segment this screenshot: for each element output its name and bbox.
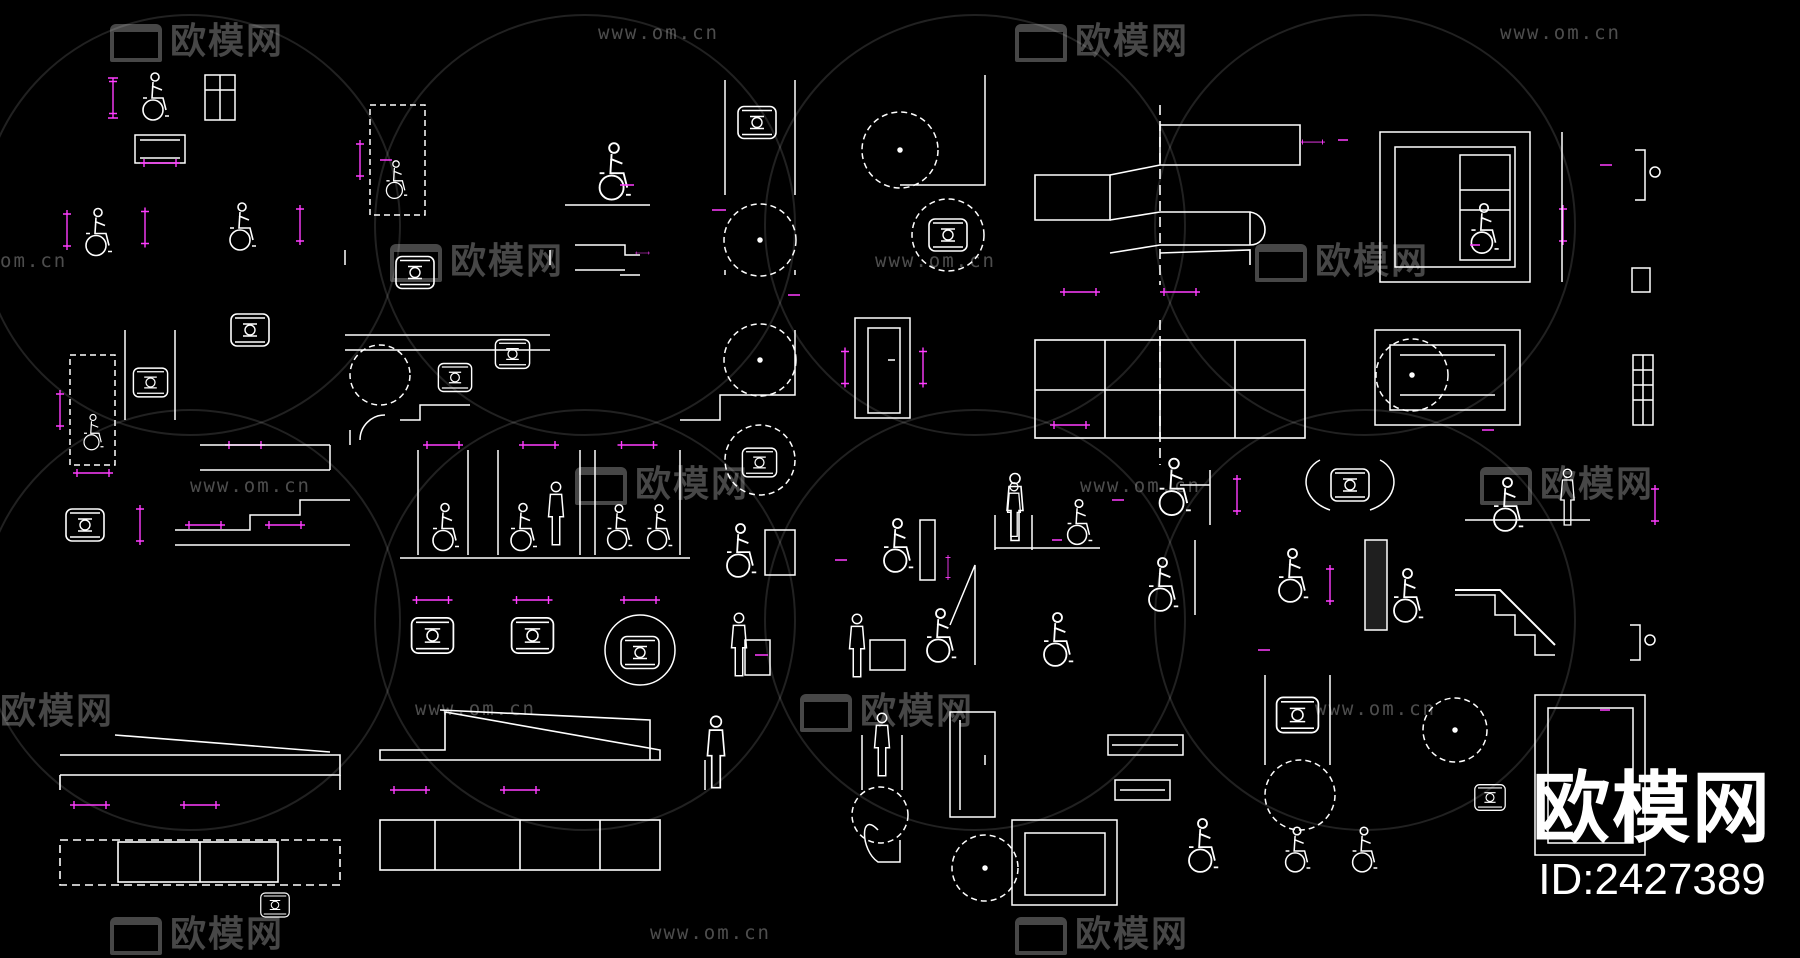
watermark-logo: 欧模网 <box>390 232 564 284</box>
watermark-brand: 欧模网 <box>170 21 285 62</box>
sofa-logo-icon <box>1255 244 1307 282</box>
sofa-logo-icon <box>390 244 442 282</box>
sofa-logo-icon <box>1015 24 1067 62</box>
watermark-url: www.om.cn <box>415 698 536 720</box>
watermark-logo: 欧模网 <box>1015 905 1189 957</box>
watermark-logo: 欧模网 <box>110 12 284 64</box>
watermark-logo: 欧模网 <box>1015 12 1189 64</box>
turning-circle-block <box>680 75 986 496</box>
watermark-logo: 欧模网 <box>110 905 284 957</box>
toilet-and-door-block <box>851 711 1184 906</box>
watermark-logo: 欧模网 <box>575 455 749 507</box>
watermark-url: www.om.cn <box>875 250 996 272</box>
watermark-url: www.om.cn <box>1315 698 1436 720</box>
sofa-logo-icon <box>110 917 162 955</box>
watermark-url: om.cn <box>0 250 68 272</box>
watermark-url: www.om.cn <box>598 22 719 44</box>
wheelchair-dimension-block <box>62 72 305 257</box>
watermark-brand: 欧模网 <box>1075 914 1190 955</box>
sofa-logo-icon <box>110 24 162 62</box>
lift-section <box>1374 131 1661 426</box>
watermark-url: www.om.cn <box>190 475 311 497</box>
corridor-plan-center <box>344 104 551 445</box>
watermark-logo: 欧模网 <box>1255 232 1429 284</box>
reach-range-figures <box>726 457 1660 581</box>
watermark-brand: 欧模网 <box>1315 241 1430 282</box>
watermark-url: www.om.cn <box>650 922 771 944</box>
watermark-url: www.om.cn <box>1500 22 1621 44</box>
ramp-sections-bottom <box>59 709 661 918</box>
wheelchair-side-view <box>565 142 650 276</box>
watermark-brand: 欧模网 <box>860 691 975 732</box>
watermark-brand: 欧模网 <box>635 464 750 505</box>
sofa-logo-icon <box>575 467 627 505</box>
sofa-logo-icon <box>1480 467 1532 505</box>
dimension-ticks <box>108 77 1672 781</box>
lower-figures <box>410 539 1656 686</box>
watermark-url: www.om.cn <box>1080 475 1201 497</box>
door-elevation <box>840 317 928 419</box>
watermark-brand: 欧模网 <box>170 914 285 955</box>
watermark-brand: 欧模网 <box>450 241 565 282</box>
corridor-plan-left <box>55 313 350 546</box>
asset-id-label: ID:2427389 <box>1538 855 1766 904</box>
sofa-logo-icon <box>1015 917 1067 955</box>
watermark-logo: 欧模网 <box>800 682 974 734</box>
brand-logo-large: 欧模网 <box>1531 764 1772 854</box>
ramp-plan-top <box>1034 105 1325 297</box>
watermark-brand: 欧模网 <box>1540 464 1655 505</box>
watermark-brand: 欧模网 <box>0 691 115 732</box>
lower-right-figures <box>1188 675 1646 873</box>
crutch-figures <box>704 481 1033 790</box>
watermark-circles <box>0 14 1576 831</box>
watermark-brand: 欧模网 <box>1075 21 1190 62</box>
watermark-logo: 欧模网 <box>1480 455 1654 507</box>
watermark-logo: 欧模网 <box>0 682 114 734</box>
ramp-plan-bottom <box>1034 320 1306 465</box>
sofa-logo-icon <box>800 694 852 732</box>
